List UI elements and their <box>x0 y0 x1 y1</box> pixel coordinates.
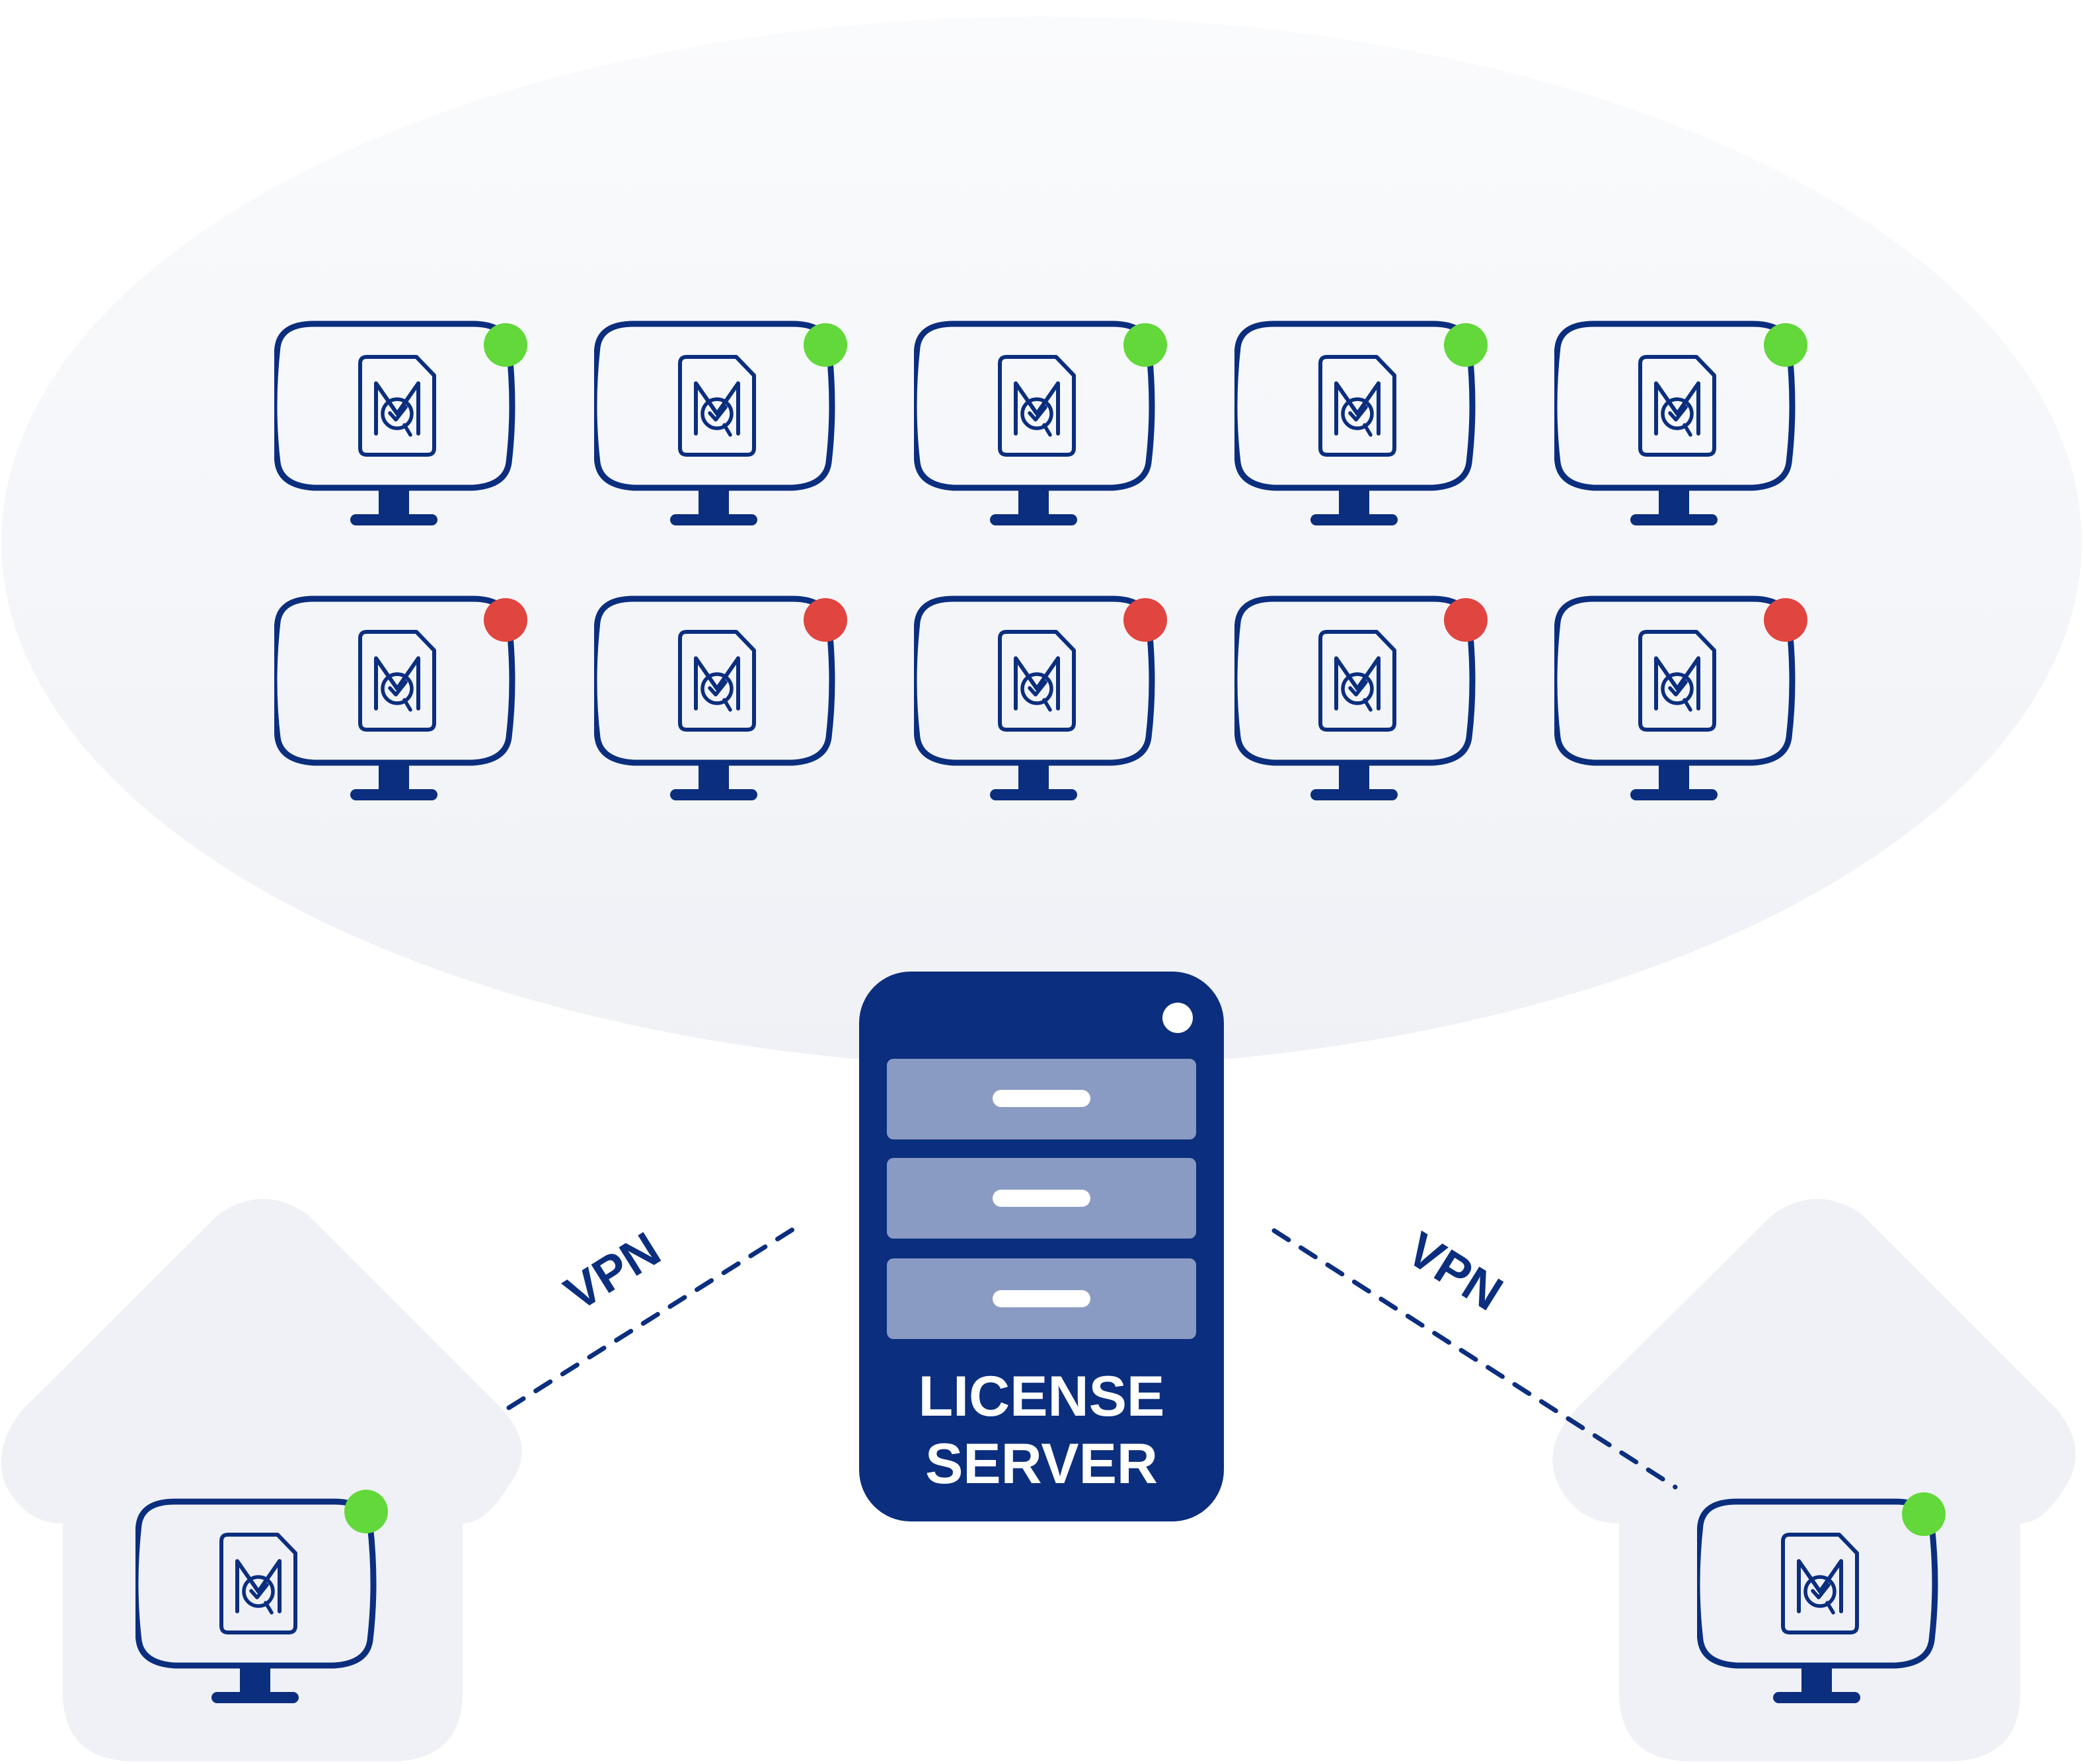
server-label-line1: LICENSE <box>919 1365 1165 1428</box>
status-dot-online <box>1902 1492 1946 1536</box>
office-workstation <box>594 598 847 800</box>
office-workstation <box>1234 323 1488 525</box>
status-dot-online <box>344 1490 388 1533</box>
license-server: LICENSE SERVER <box>859 972 1224 1521</box>
house-icon <box>1 1199 522 1761</box>
vpn-label-right: VPN <box>1398 1221 1512 1321</box>
status-dot-offline <box>1123 598 1167 642</box>
drawer-handle <box>993 1290 1090 1307</box>
status-dot-online <box>484 323 527 367</box>
status-dot-offline <box>804 598 847 642</box>
home-right <box>1552 1199 2076 1761</box>
status-dot-offline <box>1764 598 1807 642</box>
office-workstation <box>914 598 1167 800</box>
vpn-link-right <box>1271 1228 1678 1490</box>
home-left <box>1 1199 522 1761</box>
office-workstation <box>1234 598 1488 800</box>
vpn-label-left: VPN <box>555 1221 669 1321</box>
drawer-handle <box>993 1190 1090 1207</box>
server-power-light <box>1162 1003 1193 1033</box>
office-workstations <box>274 323 1807 800</box>
status-dot-online <box>804 323 847 367</box>
status-dot-online <box>1444 323 1488 367</box>
drawer-handle <box>993 1090 1090 1107</box>
office-workstation <box>1554 598 1807 800</box>
server-label-line2: SERVER <box>925 1432 1158 1496</box>
office-workstation <box>274 323 527 525</box>
status-dot-online <box>1764 323 1807 367</box>
office-workstation <box>594 323 847 525</box>
status-dot-offline <box>484 598 527 642</box>
office-workstation <box>274 598 527 800</box>
status-dot-offline <box>1444 598 1488 642</box>
office-workstation <box>1554 323 1807 525</box>
office-area <box>1 17 2082 1067</box>
office-workstation <box>914 323 1167 525</box>
status-dot-online <box>1123 323 1167 367</box>
vpn-link-left <box>506 1227 796 1410</box>
house-icon <box>1552 1199 2076 1761</box>
